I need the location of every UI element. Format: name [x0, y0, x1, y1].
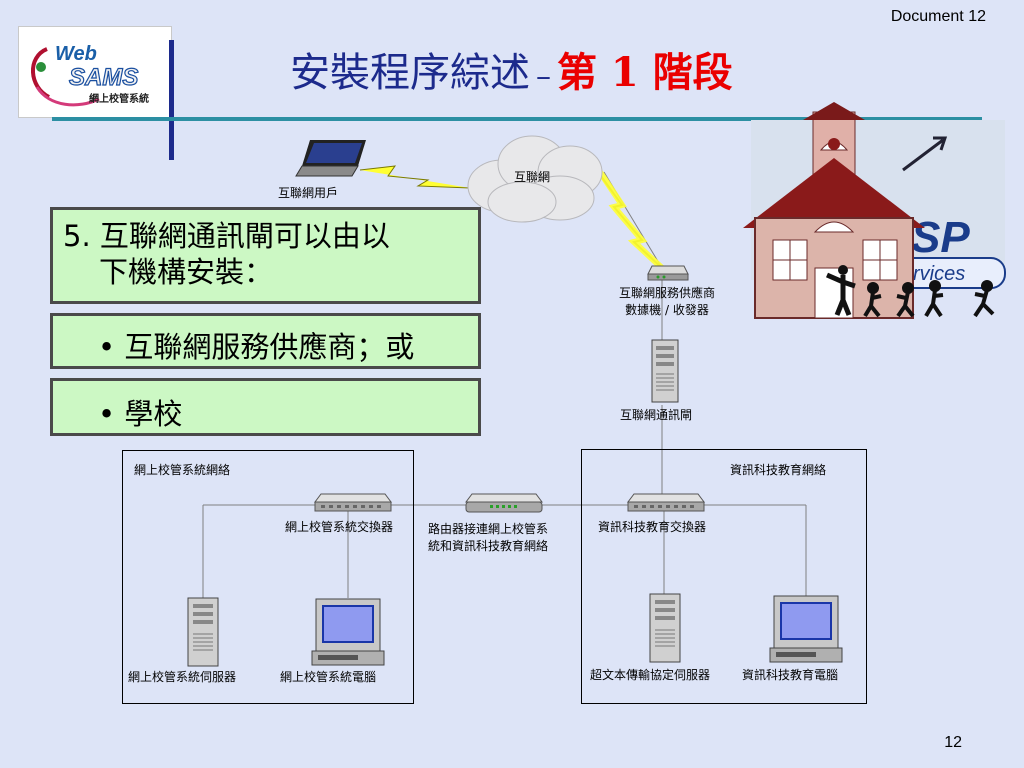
websams-server-icon: [187, 597, 219, 667]
websams-network-box: [122, 450, 414, 704]
websams-pc-icon: [311, 598, 385, 666]
http-server-icon: [649, 593, 681, 663]
router-icon: [465, 493, 543, 513]
header-horizontal-rule: [52, 117, 982, 121]
badge-services-text: rvices: [913, 263, 965, 285]
logo-chinese-text: 網上校管系統: [89, 92, 149, 105]
bullet-isp: • 互聯網服務供應商；或: [98, 330, 415, 364]
title-phase: 第 1 階段: [557, 49, 733, 96]
label-internet: 互聯網: [514, 170, 551, 184]
document-label: Document 12: [890, 8, 986, 25]
isp-modem-icon: [647, 265, 689, 281]
header-vertical-rule: [169, 40, 174, 160]
ite-pc-icon: [769, 595, 843, 663]
websams-switch-icon: [314, 493, 392, 512]
label-http-server: 超文本傳輸協定伺服器: [590, 668, 711, 682]
label-websams-switch: 網上校管系統交換器: [285, 520, 394, 534]
bullet-school: • 學校: [98, 397, 183, 431]
title-main: 安裝程序綜述: [290, 50, 530, 96]
label-router-line2: 統和資訊科技教育網絡: [428, 539, 549, 553]
label-router: 路由器接連網上校管系 統和資訊科技教育網絡: [428, 520, 548, 554]
gateway-server-icon: [651, 339, 679, 403]
label-isp-modem-line1: 互聯網服務供應商: [618, 286, 715, 300]
label-gateway: 互聯網通訊閘: [620, 408, 693, 422]
install-item-box: 5. 互聯網通訊閘可以由以 下機構安裝：: [50, 207, 481, 304]
page-number: 12: [944, 734, 962, 751]
logo-sams-text: SAMS: [69, 64, 138, 91]
ite-switch-icon: [627, 493, 705, 512]
label-internet-user: 互聯網用戶: [278, 186, 339, 200]
label-router-line1: 路由器接連網上校管系: [428, 522, 549, 536]
label-websams-network: 網上校管系統網絡: [134, 463, 231, 477]
bullet-isp-box: • 互聯網服務供應商；或: [50, 313, 481, 369]
logo-web-text: Web: [55, 43, 97, 65]
page-title: 安裝程序綜述–第 1 階段: [290, 40, 733, 98]
title-dash: –: [536, 59, 551, 94]
label-isp-modem: 互聯網服務供應商 數據機 / 收發器: [610, 284, 724, 318]
label-ite-switch: 資訊科技教育交換器: [598, 520, 707, 534]
internet-cloud-icon: [467, 135, 603, 223]
label-websams-server: 網上校管系統伺服器: [128, 670, 237, 684]
install-item-line1: 5. 互聯網通訊閘可以由以: [63, 219, 390, 253]
label-ite-network: 資訊科技教育網絡: [730, 463, 827, 477]
laptop-icon: [295, 140, 366, 177]
label-ite-pc: 資訊科技教育電腦: [742, 668, 839, 682]
ite-network-box: [581, 449, 867, 704]
label-isp-modem-line2: 數據機 / 收發器: [625, 303, 709, 317]
school-services-illustration: SP rvices: [743, 100, 1008, 330]
install-item-line2: 下機構安裝：: [99, 255, 274, 289]
badge-sp-text: SP: [911, 213, 970, 262]
bullet-school-box: • 學校: [50, 378, 481, 436]
label-websams-pc: 網上校管系統電腦: [280, 670, 377, 684]
